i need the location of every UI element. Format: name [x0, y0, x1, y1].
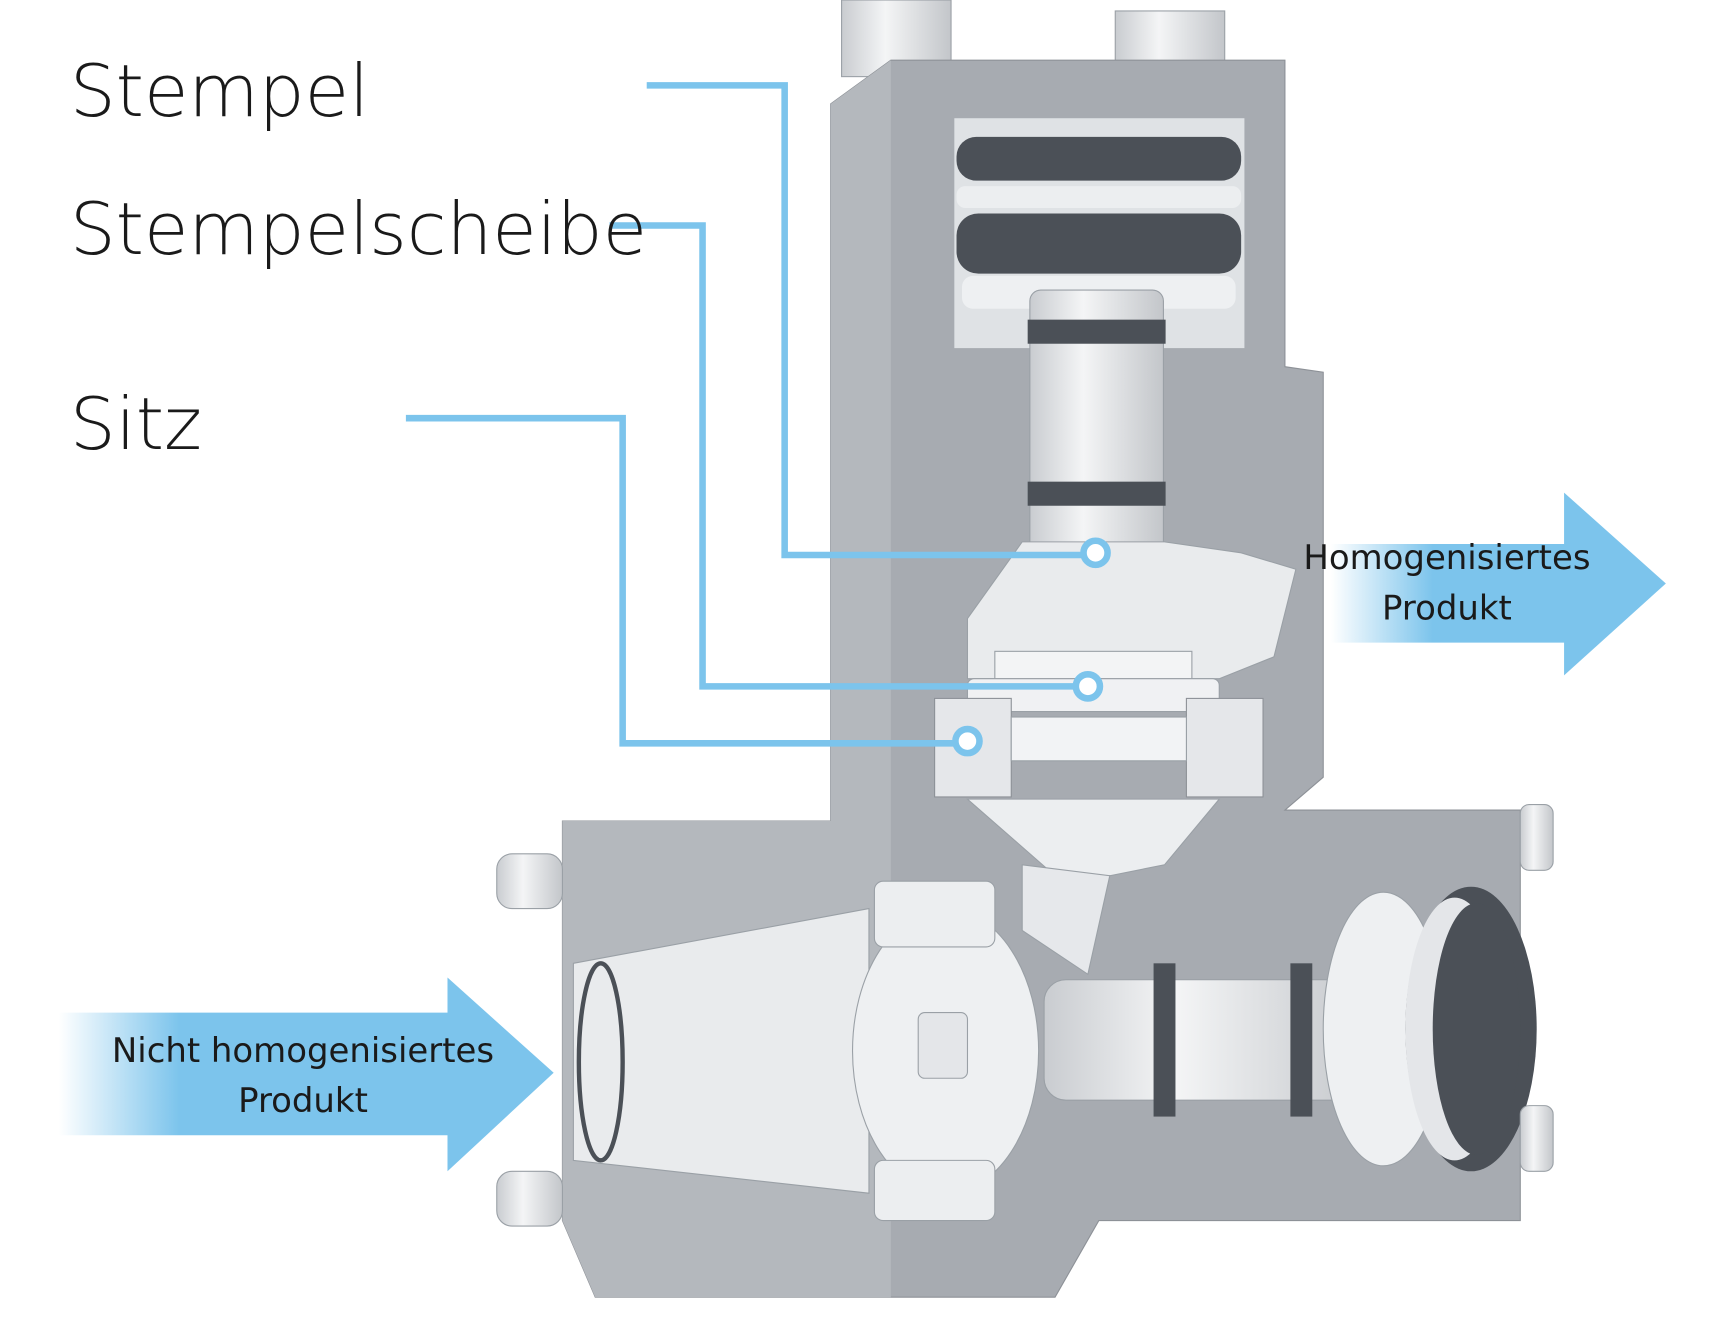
- inlet-arrow: Nicht homogenisiertes Produkt: [58, 977, 554, 1172]
- inlet-label-line2: Produkt: [238, 1082, 368, 1121]
- valve-body: [496, 0, 1554, 1298]
- inlet-label-line1: Nicht homogenisiertes: [112, 1032, 494, 1071]
- stempel-leader-line: [646, 82, 1083, 559]
- outlet-label-line2: Produkt: [1382, 590, 1512, 629]
- label-stempel: Stempel: [70, 50, 369, 134]
- sitz-leader-line: [405, 414, 955, 747]
- stempelscheibe-leader-line: [609, 222, 1075, 690]
- stempel-marker: [1080, 537, 1111, 569]
- sitz-marker: [952, 725, 983, 757]
- label-stempelscheibe: Stempelscheibe: [70, 188, 647, 272]
- outlet-label-line1: Homogenisiertes: [1303, 539, 1590, 578]
- outlet-arrow: Homogenisiertes Produkt: [1303, 492, 1666, 676]
- label-sitz: Sitz: [70, 383, 202, 467]
- stempelscheibe-marker: [1072, 671, 1104, 702]
